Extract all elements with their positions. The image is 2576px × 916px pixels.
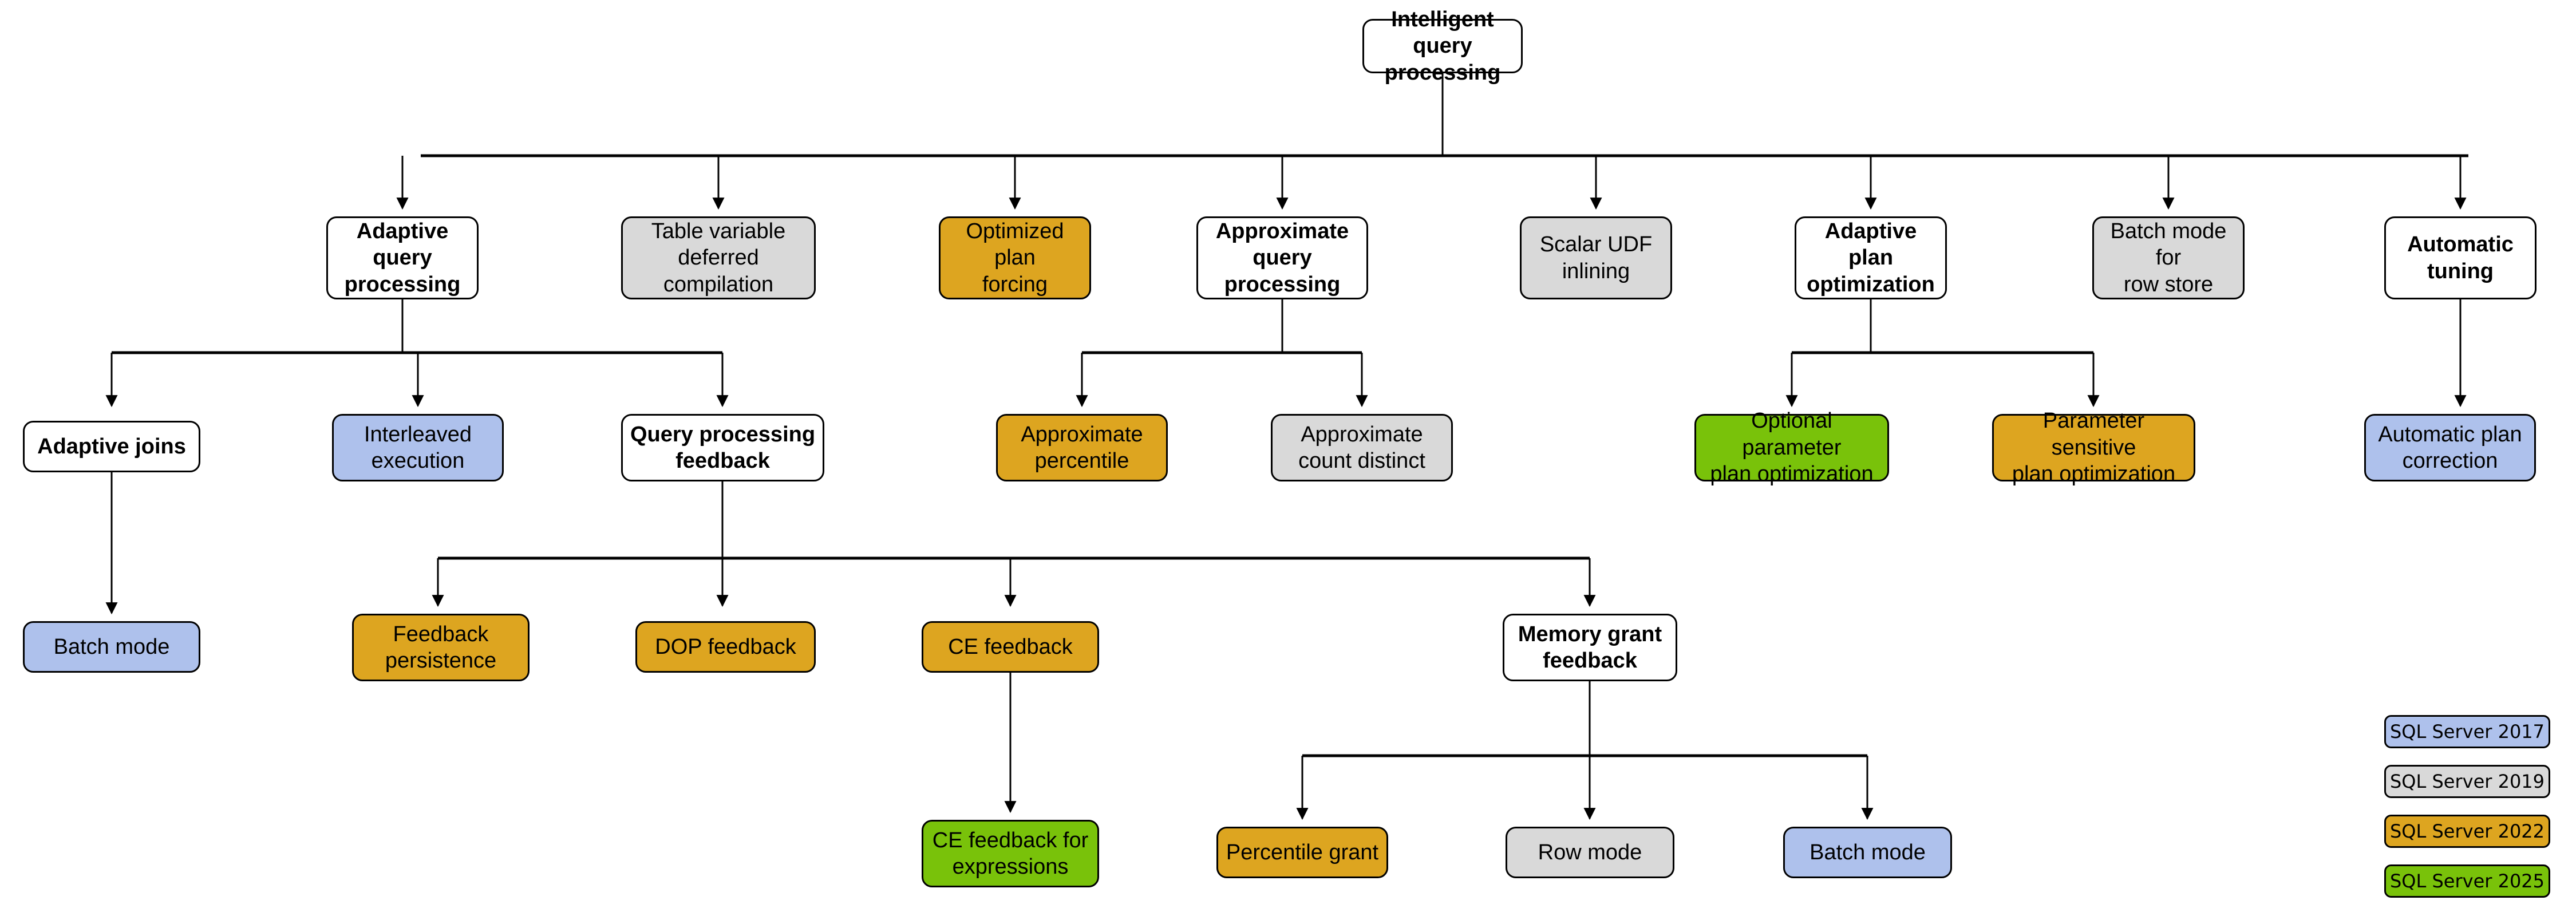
node-batch-mode-mgf[interactable]: Batch mode <box>1783 827 1952 878</box>
node-label: Feedback persistence <box>385 622 497 673</box>
node-adaptive-plan-optimization[interactable]: Adaptive plan optimization <box>1795 216 1947 299</box>
node-query-processing-feedback[interactable]: Query processing feedback <box>621 414 824 481</box>
legend-label: SQL Server 2025 <box>2389 870 2545 892</box>
node-batch-mode[interactable]: Batch mode <box>23 621 200 673</box>
node-label: Adaptive query processing <box>344 219 461 297</box>
node-ce-feedback-for-expressions[interactable]: CE feedback for expressions <box>922 820 1099 887</box>
node-label: Memory grant feedback <box>1518 622 1662 673</box>
node-label: Query processing feedback <box>630 422 816 473</box>
node-automatic-tuning[interactable]: Automatic tuning <box>2384 216 2537 299</box>
node-label: Batch mode for row store <box>2110 219 2227 297</box>
node-label: Automatic tuning <box>2407 232 2514 283</box>
legend-item-sql-server-2019: SQL Server 2019 <box>2384 765 2550 798</box>
node-label: Intelligent query processing <box>1384 7 1501 85</box>
node-feedback-persistence[interactable]: Feedback persistence <box>352 614 530 681</box>
node-scalar-udf-inlining[interactable]: Scalar UDF inlining <box>1520 216 1672 299</box>
legend-item-sql-server-2017: SQL Server 2017 <box>2384 715 2550 748</box>
node-approximate-count-distinct[interactable]: Approximate count distinct <box>1271 414 1453 481</box>
node-row-mode[interactable]: Row mode <box>1506 827 1674 878</box>
node-label: Optimized plan forcing <box>966 219 1064 297</box>
node-adaptive-joins[interactable]: Adaptive joins <box>23 421 200 472</box>
node-label: Batch mode <box>1809 840 1926 864</box>
node-label: Table variable deferred compilation <box>651 219 786 297</box>
legend-label: SQL Server 2019 <box>2389 771 2545 792</box>
node-dop-feedback[interactable]: DOP feedback <box>635 621 816 673</box>
legend-item-sql-server-2025: SQL Server 2025 <box>2384 864 2550 898</box>
node-table-variable-deferred-compilation[interactable]: Table variable deferred compilation <box>621 216 816 299</box>
node-label: Adaptive plan optimization <box>1807 219 1935 297</box>
node-label: Adaptive joins <box>37 434 186 459</box>
node-approximate-percentile[interactable]: Approximate percentile <box>996 414 1168 481</box>
node-interleaved-execution[interactable]: Interleaved execution <box>332 414 504 481</box>
node-label: Automatic plan correction <box>2378 422 2522 473</box>
node-label: Interleaved execution <box>364 422 472 473</box>
node-label: CE feedback for expressions <box>932 828 1089 879</box>
legend-item-sql-server-2022: SQL Server 2022 <box>2384 815 2550 848</box>
node-label: Parameter sensitive plan optimization <box>2012 409 2176 487</box>
node-label: Approximate percentile <box>1021 422 1143 473</box>
node-memory-grant-feedback[interactable]: Memory grant feedback <box>1503 614 1677 681</box>
node-optional-parameter-plan-optimization[interactable]: Optional parameter plan optimization <box>1694 409 1889 486</box>
node-label: Optional parameter plan optimization <box>1710 409 1874 487</box>
node-parameter-sensitive-plan-optimization[interactable]: Parameter sensitive plan optimization <box>1992 409 2195 486</box>
legend-label: SQL Server 2017 <box>2389 721 2545 743</box>
node-label: Scalar UDF inlining <box>1539 232 1653 283</box>
node-label: DOP feedback <box>655 634 796 659</box>
legend-label: SQL Server 2022 <box>2389 820 2545 842</box>
node-label: Row mode <box>1538 840 1642 864</box>
node-approximate-query-processing[interactable]: Approximate query processing <box>1196 216 1368 299</box>
node-batch-mode-for-row-store[interactable]: Batch mode for row store <box>2092 216 2245 299</box>
node-ce-feedback[interactable]: CE feedback <box>922 621 1099 673</box>
node-label: Percentile grant <box>1226 840 1379 864</box>
node-label: Batch mode <box>53 634 170 659</box>
node-label: Approximate count distinct <box>1298 422 1425 473</box>
node-automatic-plan-correction[interactable]: Automatic plan correction <box>2364 414 2536 481</box>
node-label: CE feedback <box>948 634 1073 659</box>
node-optimized-plan-forcing[interactable]: Optimized plan forcing <box>939 216 1091 299</box>
node-adaptive-query-processing[interactable]: Adaptive query processing <box>326 216 479 299</box>
node-percentile-grant[interactable]: Percentile grant <box>1216 827 1388 878</box>
node-root[interactable]: Intelligent query processing <box>1362 7 1523 85</box>
node-label: Approximate query processing <box>1215 219 1349 297</box>
